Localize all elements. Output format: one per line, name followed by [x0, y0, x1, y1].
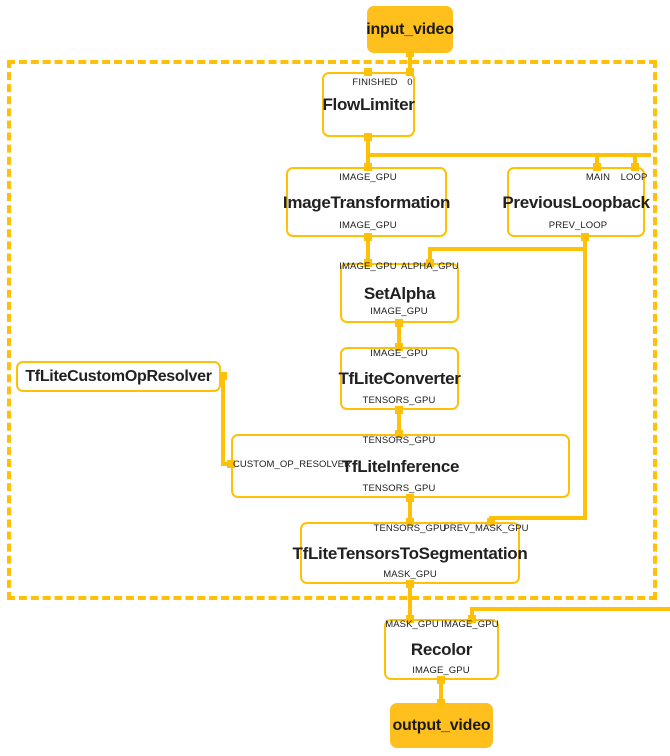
- node-imagetransformation[interactable]: ImageTransformation: [282, 167, 451, 237]
- port-label-flowlimiter-0: 0: [407, 77, 413, 88]
- port-label-setalpha-alpha-in: ALPHA_GPU: [401, 261, 459, 272]
- edge-customopresolver-down: [221, 376, 225, 466]
- port-segmentation-prevmask-in[interactable]: [487, 518, 495, 526]
- node-input-video[interactable]: input_video: [366, 6, 454, 53]
- port-label-recolor-image-in: IMAGE_GPU: [441, 619, 499, 630]
- node-recolor[interactable]: Recolor: [384, 619, 499, 680]
- port-tfliteinference-resolver-in[interactable]: [227, 460, 235, 468]
- edge-bus-to-previousloopback-main: [595, 155, 599, 169]
- port-previousloopback-loop[interactable]: [631, 163, 639, 171]
- port-label-recolor-mask-in: MASK_GPU: [385, 619, 439, 630]
- port-label-flowlimiter-finished: FINISHED: [352, 77, 398, 88]
- node-tfliteinference-label: TfLiteInference: [341, 456, 460, 476]
- node-imagetransformation-label: ImageTransformation: [282, 192, 451, 212]
- port-output-video-in[interactable]: [437, 699, 445, 707]
- port-segmentation-tensors-in[interactable]: [406, 518, 414, 526]
- port-recolor-image-in[interactable]: [468, 615, 476, 623]
- node-tfliteconverter[interactable]: TfLiteConverter: [338, 347, 461, 410]
- node-recolor-label: Recolor: [410, 640, 473, 659]
- port-recolor-mask-in[interactable]: [406, 615, 414, 623]
- edge-previousloopback-to-prevmask: [489, 516, 587, 520]
- edge-to-setalpha-alpha-down: [428, 249, 432, 263]
- edge-imagetransformation-to-setalpha: [366, 235, 370, 263]
- port-label-tfliteconverter-out: TENSORS_GPU: [362, 395, 436, 406]
- node-previousloopback-label: PreviousLoopback: [502, 192, 650, 212]
- port-setalpha-alpha-in[interactable]: [426, 259, 434, 267]
- edge-bus-to-previousloopback-loop: [633, 155, 637, 169]
- node-setalpha-label: SetAlpha: [363, 283, 436, 303]
- node-setalpha[interactable]: SetAlpha: [340, 263, 459, 323]
- port-flowlimiter-0[interactable]: [406, 68, 414, 76]
- node-tflitecustomopresolver-label: TfLiteCustomOpResolver: [25, 367, 212, 385]
- port-label-tfliteinference-resolver-in: CUSTOM_OP_RESOLVER: [232, 459, 352, 470]
- port-segmentation-out[interactable]: [406, 580, 414, 588]
- edge-tfliteinference-to-segmentation: [408, 498, 412, 522]
- node-tflitecustomopresolver[interactable]: TfLiteCustomOpResolver: [16, 361, 221, 392]
- edge-segmentation-to-recolor: [408, 584, 412, 619]
- node-tflitetensorstosegmentation-label: TfLiteTensorsToSegmentation: [292, 543, 528, 563]
- port-recolor-out[interactable]: [437, 676, 445, 684]
- edge-recolor-to-output-video: [439, 680, 443, 705]
- node-flowlimiter-label: FlowLimiter: [322, 95, 415, 114]
- node-tfliteinference[interactable]: TfLiteInference: [231, 434, 570, 498]
- edge-input-video-to-flowlimiter: [408, 53, 412, 73]
- port-label-imagetransformation-in: IMAGE_GPU: [339, 172, 397, 183]
- edge-tfliteconverter-to-tfliteinference: [397, 410, 401, 434]
- node-output-video-label: output_video: [392, 716, 491, 734]
- port-label-segmentation-tensors-in: TENSORS_GPU: [373, 523, 447, 534]
- node-input-video-label: input_video: [366, 20, 454, 38]
- port-tflitecustomopresolver-out[interactable]: [219, 372, 227, 380]
- port-previousloopback-out[interactable]: [581, 233, 589, 241]
- port-label-segmentation-prevmask-in: PREV_MASK_GPU: [443, 523, 529, 534]
- edge-bus-to-imagetransformation: [366, 155, 370, 169]
- edge-bus-flowlimiter-horizontal: [366, 153, 651, 157]
- port-label-tfliteconverter-in: IMAGE_GPU: [370, 348, 428, 359]
- edge-previousloopback-out-down: [583, 235, 587, 520]
- node-previousloopback[interactable]: PreviousLoopback: [502, 167, 650, 237]
- port-tfliteconverter-out[interactable]: [395, 406, 403, 414]
- edge-flowlimiter-down: [366, 137, 370, 155]
- port-setalpha-image-in[interactable]: [364, 259, 372, 267]
- port-label-tfliteinference-out: TENSORS_GPU: [362, 483, 436, 494]
- port-tfliteinference-tensors-in[interactable]: [395, 430, 403, 438]
- port-label-previousloopback-main: MAIN: [585, 172, 611, 183]
- edge-imagebus-to-recolor: [470, 607, 670, 611]
- port-tfliteconverter-in[interactable]: [395, 343, 403, 351]
- port-imagetransformation-out[interactable]: [364, 233, 372, 241]
- port-previousloopback-main[interactable]: [593, 163, 601, 171]
- port-input-video-out[interactable]: [406, 49, 414, 57]
- edge-imagebus-to-recolor-down: [470, 609, 474, 619]
- port-tfliteinference-out[interactable]: [406, 494, 414, 502]
- node-tfliteconverter-label: TfLiteConverter: [338, 369, 461, 388]
- port-label-setalpha-out: IMAGE_GPU: [370, 306, 428, 317]
- port-label-segmentation-out: MASK_GPU: [383, 569, 437, 580]
- port-label-previousloopback-out: PREV_LOOP: [548, 220, 608, 231]
- port-label-recolor-out: IMAGE_GPU: [412, 665, 470, 676]
- port-label-previousloopback-loop: LOOP: [620, 172, 648, 183]
- subgraph-boundary: [7, 60, 657, 600]
- port-setalpha-out[interactable]: [395, 319, 403, 327]
- node-output-video[interactable]: output_video: [390, 703, 493, 748]
- edge-setalpha-to-tfliteconverter: [397, 323, 401, 347]
- port-label-tfliteinference-tensors-in: TENSORS_GPU: [362, 435, 436, 446]
- edge-previousloopback-to-setalpha-alpha: [428, 247, 587, 251]
- port-label-setalpha-image-in: IMAGE_GPU: [339, 261, 397, 272]
- port-label-imagetransformation-out: IMAGE_GPU: [339, 220, 397, 231]
- port-flowlimiter-finished[interactable]: [364, 68, 372, 76]
- port-imagetransformation-in[interactable]: [364, 163, 372, 171]
- port-flowlimiter-out[interactable]: [364, 133, 372, 141]
